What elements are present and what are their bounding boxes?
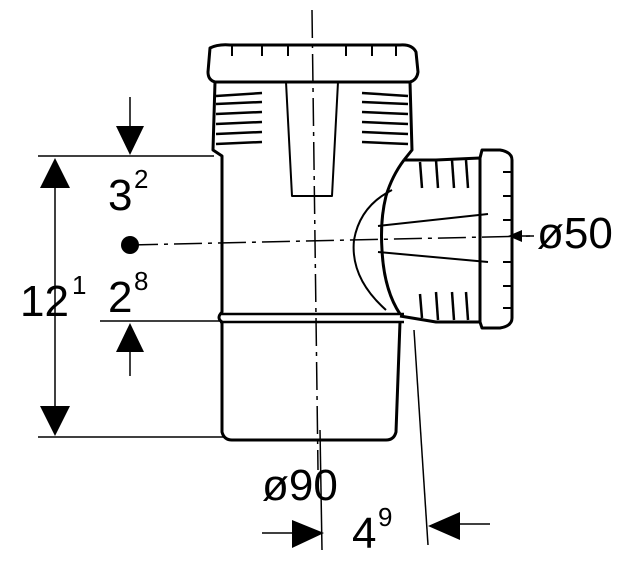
- vertical-centerline: [311, 9, 319, 471]
- arrow-branch-right: [428, 512, 460, 540]
- internal-rib: [285, 81, 339, 197]
- dimension-labels: 12 1 3 2 2 8 ø50 ø90 4 9: [20, 164, 613, 558]
- branch-junction-curve: [380, 159, 406, 315]
- horizontal-centerline: [129, 235, 531, 246]
- top-socket-cap: [206, 43, 420, 84]
- main-body-right-wall: [232, 321, 402, 442]
- branch-body: [399, 156, 482, 324]
- height-total-sup: 1: [72, 270, 86, 300]
- branch-offset-base: 4: [352, 509, 376, 558]
- main-diameter-label: ø90: [262, 461, 338, 510]
- arrow-lower-offset: [116, 323, 144, 352]
- branch-diameter-label: ø50: [537, 209, 613, 258]
- arrow-height-bottom: [40, 406, 70, 436]
- branch-socket-ridges: [503, 171, 512, 309]
- reference-point: [121, 236, 139, 254]
- top-cap-ridges: [231, 46, 397, 56]
- arrow-branch-left: [292, 520, 324, 548]
- height-total-base: 12: [20, 277, 69, 326]
- upper-offset-base: 3: [108, 171, 132, 220]
- upper-offset-sup: 2: [134, 164, 148, 194]
- main-body-left-wall: [217, 178, 233, 442]
- upper-socket: [211, 81, 414, 178]
- upper-grooves-right: [361, 91, 409, 146]
- branch-grooves-bottom: [418, 291, 470, 321]
- upper-grooves-left: [215, 91, 263, 146]
- fitting-body: [206, 43, 514, 442]
- seam-ring: [220, 312, 404, 324]
- branch-offset-sup: 9: [378, 502, 392, 532]
- arrow-height-top: [40, 158, 70, 188]
- arrowheads: [40, 126, 522, 548]
- center-lines: [129, 9, 531, 471]
- branch-internal-rib: [377, 213, 489, 263]
- arrow-diameter50: [508, 230, 522, 242]
- dimension-lines: [38, 97, 534, 551]
- branch-inner-curve: [352, 189, 393, 311]
- arrow-upper-offset: [116, 126, 144, 155]
- lower-offset-base: 2: [108, 273, 132, 322]
- branch-socket: [478, 148, 514, 330]
- branch-offset-ext: [413, 329, 429, 546]
- lower-offset-sup: 8: [134, 266, 148, 296]
- branch-grooves-top: [418, 159, 470, 189]
- main-offset-ext: [319, 429, 323, 551]
